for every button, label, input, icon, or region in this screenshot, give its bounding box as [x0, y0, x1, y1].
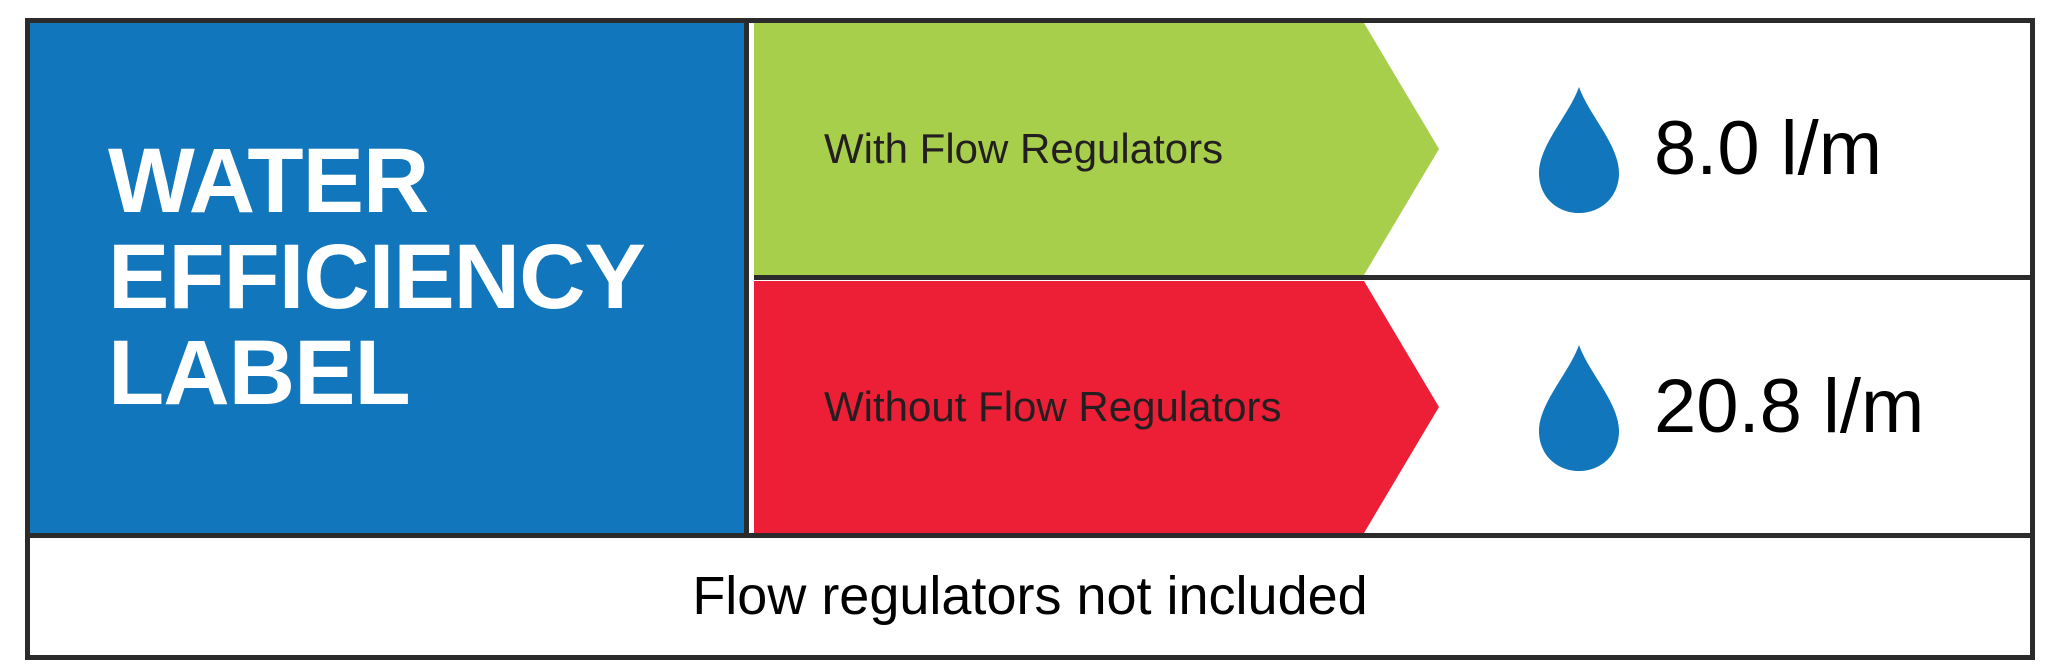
row-label-with: With Flow Regulators — [824, 125, 1224, 172]
title-block: WATER EFFICIENCY LABEL — [30, 23, 749, 533]
row-without-flow-regulators: Without Flow Regulators 20.8 l/m — [754, 281, 2030, 533]
water-drop-icon — [1539, 345, 1619, 471]
title-line-3: LABEL — [108, 322, 411, 424]
title-line-2: EFFICIENCY — [108, 226, 646, 328]
water-drop-icon — [1539, 87, 1619, 213]
red-arrow-band — [754, 281, 2030, 533]
green-arrow-band — [754, 23, 2030, 275]
title-line-1: WATER — [108, 130, 429, 232]
row-label-without: Without Flow Regulators — [824, 383, 1282, 430]
footer-note: Flow regulators not included — [692, 566, 1368, 626]
flow-value-without: 20.8 l/m — [1654, 364, 1925, 449]
water-efficiency-label: WATER EFFICIENCY LABEL With Flow Regulat… — [25, 18, 2035, 660]
flow-value-with: 8.0 l/m — [1654, 106, 1883, 191]
footer-divider — [30, 533, 2030, 538]
label-title: WATER EFFICIENCY LABEL — [108, 130, 646, 424]
row-with-flow-regulators: With Flow Regulators 8.0 l/m — [754, 23, 2030, 275]
row-divider — [754, 275, 2030, 280]
